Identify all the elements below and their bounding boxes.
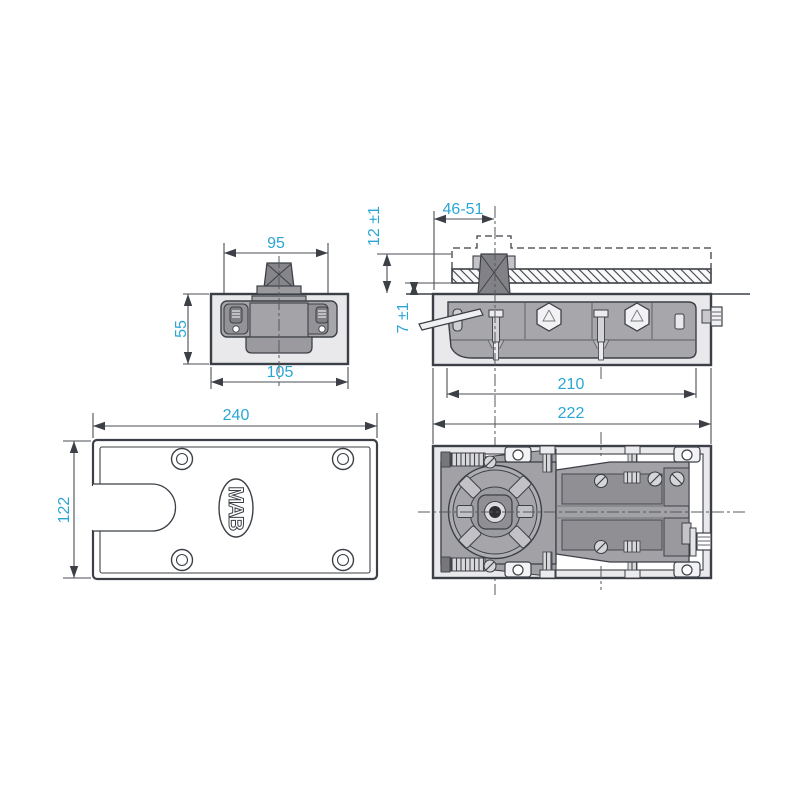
side-spindle <box>472 253 516 295</box>
mechanism-plan-view <box>418 432 748 590</box>
dim-cover-length-label: 240 <box>223 407 250 424</box>
mounting-tab <box>504 561 532 578</box>
dim-body-length-label: 210 <box>558 376 585 393</box>
slotted-screw-icon <box>483 455 497 573</box>
dim-box-length-label: 222 <box>558 405 585 422</box>
spindle-center <box>489 506 501 518</box>
spring-icon <box>450 452 486 467</box>
dim-spindle-offset-label: 46-51 <box>443 201 484 218</box>
mab-logo-text: MAB <box>224 486 247 531</box>
cover-screw-hole <box>331 447 355 471</box>
cam-disc <box>447 464 543 560</box>
front-view: 95 55 <box>173 235 350 389</box>
cover-spindle-notch <box>93 483 177 532</box>
mab-logo: MAB <box>218 478 254 538</box>
mounting-tab <box>673 561 701 578</box>
hex-nut-icon <box>536 302 562 332</box>
cover-screw-hole <box>170 548 194 572</box>
front-right-insert <box>315 306 329 324</box>
screw-icon <box>593 309 609 361</box>
dim-front-bottom-label: 105 <box>267 364 294 381</box>
dim-front-top-label: 95 <box>267 235 285 252</box>
dim-door-clearance-label: 12 ±1 <box>366 206 383 246</box>
side-lever <box>418 308 484 331</box>
cover-screw-hole <box>331 548 355 572</box>
cover-screw-hole <box>170 447 194 471</box>
plan-adjustment-screw <box>681 522 712 557</box>
hex-nut-icon <box>624 302 650 332</box>
spring-icon <box>450 557 486 572</box>
side-body <box>418 301 723 361</box>
door-dashed-outline <box>451 235 712 269</box>
side-view: 46-51 12 ±1 7 ±1 210 222 <box>366 201 750 595</box>
front-left-screw-dot <box>232 325 240 333</box>
front-spindle <box>256 262 302 295</box>
side-valve <box>674 313 685 330</box>
side-adjustment-screw <box>701 306 723 327</box>
mounting-tab <box>504 446 532 463</box>
dim-front-height-label: 55 <box>173 320 190 338</box>
mounting-tab <box>673 446 701 463</box>
front-left-insert <box>229 306 243 324</box>
dim-cover-width-label: 122 <box>56 497 73 524</box>
front-right-screw-dot <box>318 325 326 333</box>
door-shoe-plate <box>451 268 712 284</box>
dim-spindle-height-label: 7 ±1 <box>395 302 412 333</box>
slotted-screw-icon <box>593 471 685 555</box>
screw-icon <box>488 309 504 361</box>
cover-plate-view: 240 MAB 122 <box>56 407 379 581</box>
